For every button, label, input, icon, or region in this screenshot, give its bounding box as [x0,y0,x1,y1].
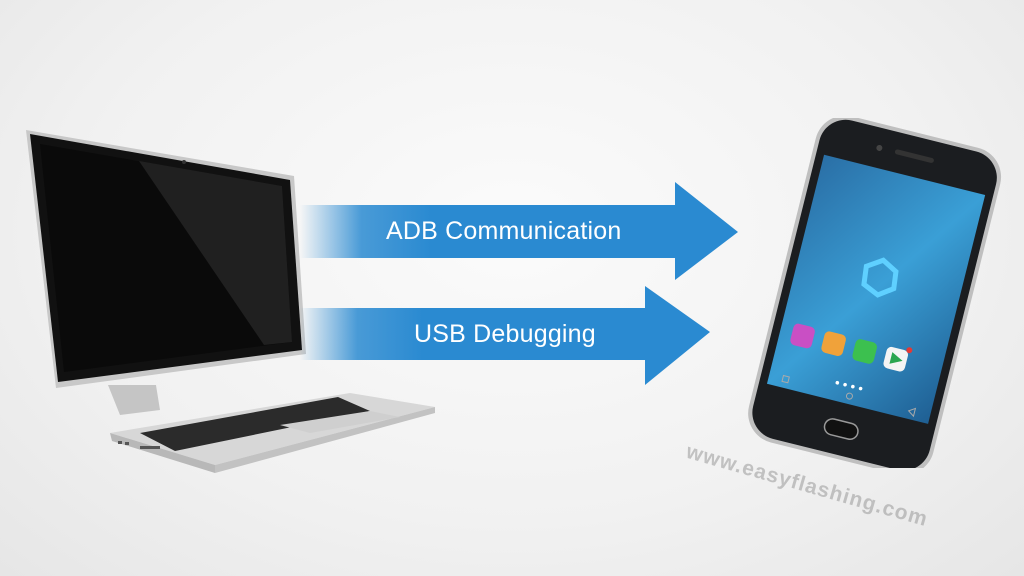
android-phone [720,115,1020,475]
messages-app-icon [852,339,877,364]
laptop-keyboard-base [100,379,440,475]
arrow-usb [300,286,710,385]
adb-communication-label: ADB Communication [386,217,622,245]
mail-app-icon [821,331,846,356]
camera-app-icon [790,323,815,349]
usb-debugging-label: USB Debugging [414,320,596,348]
arrows-graphic [300,182,738,385]
arrow-adb [300,182,738,280]
laptop-monitor [24,128,314,388]
